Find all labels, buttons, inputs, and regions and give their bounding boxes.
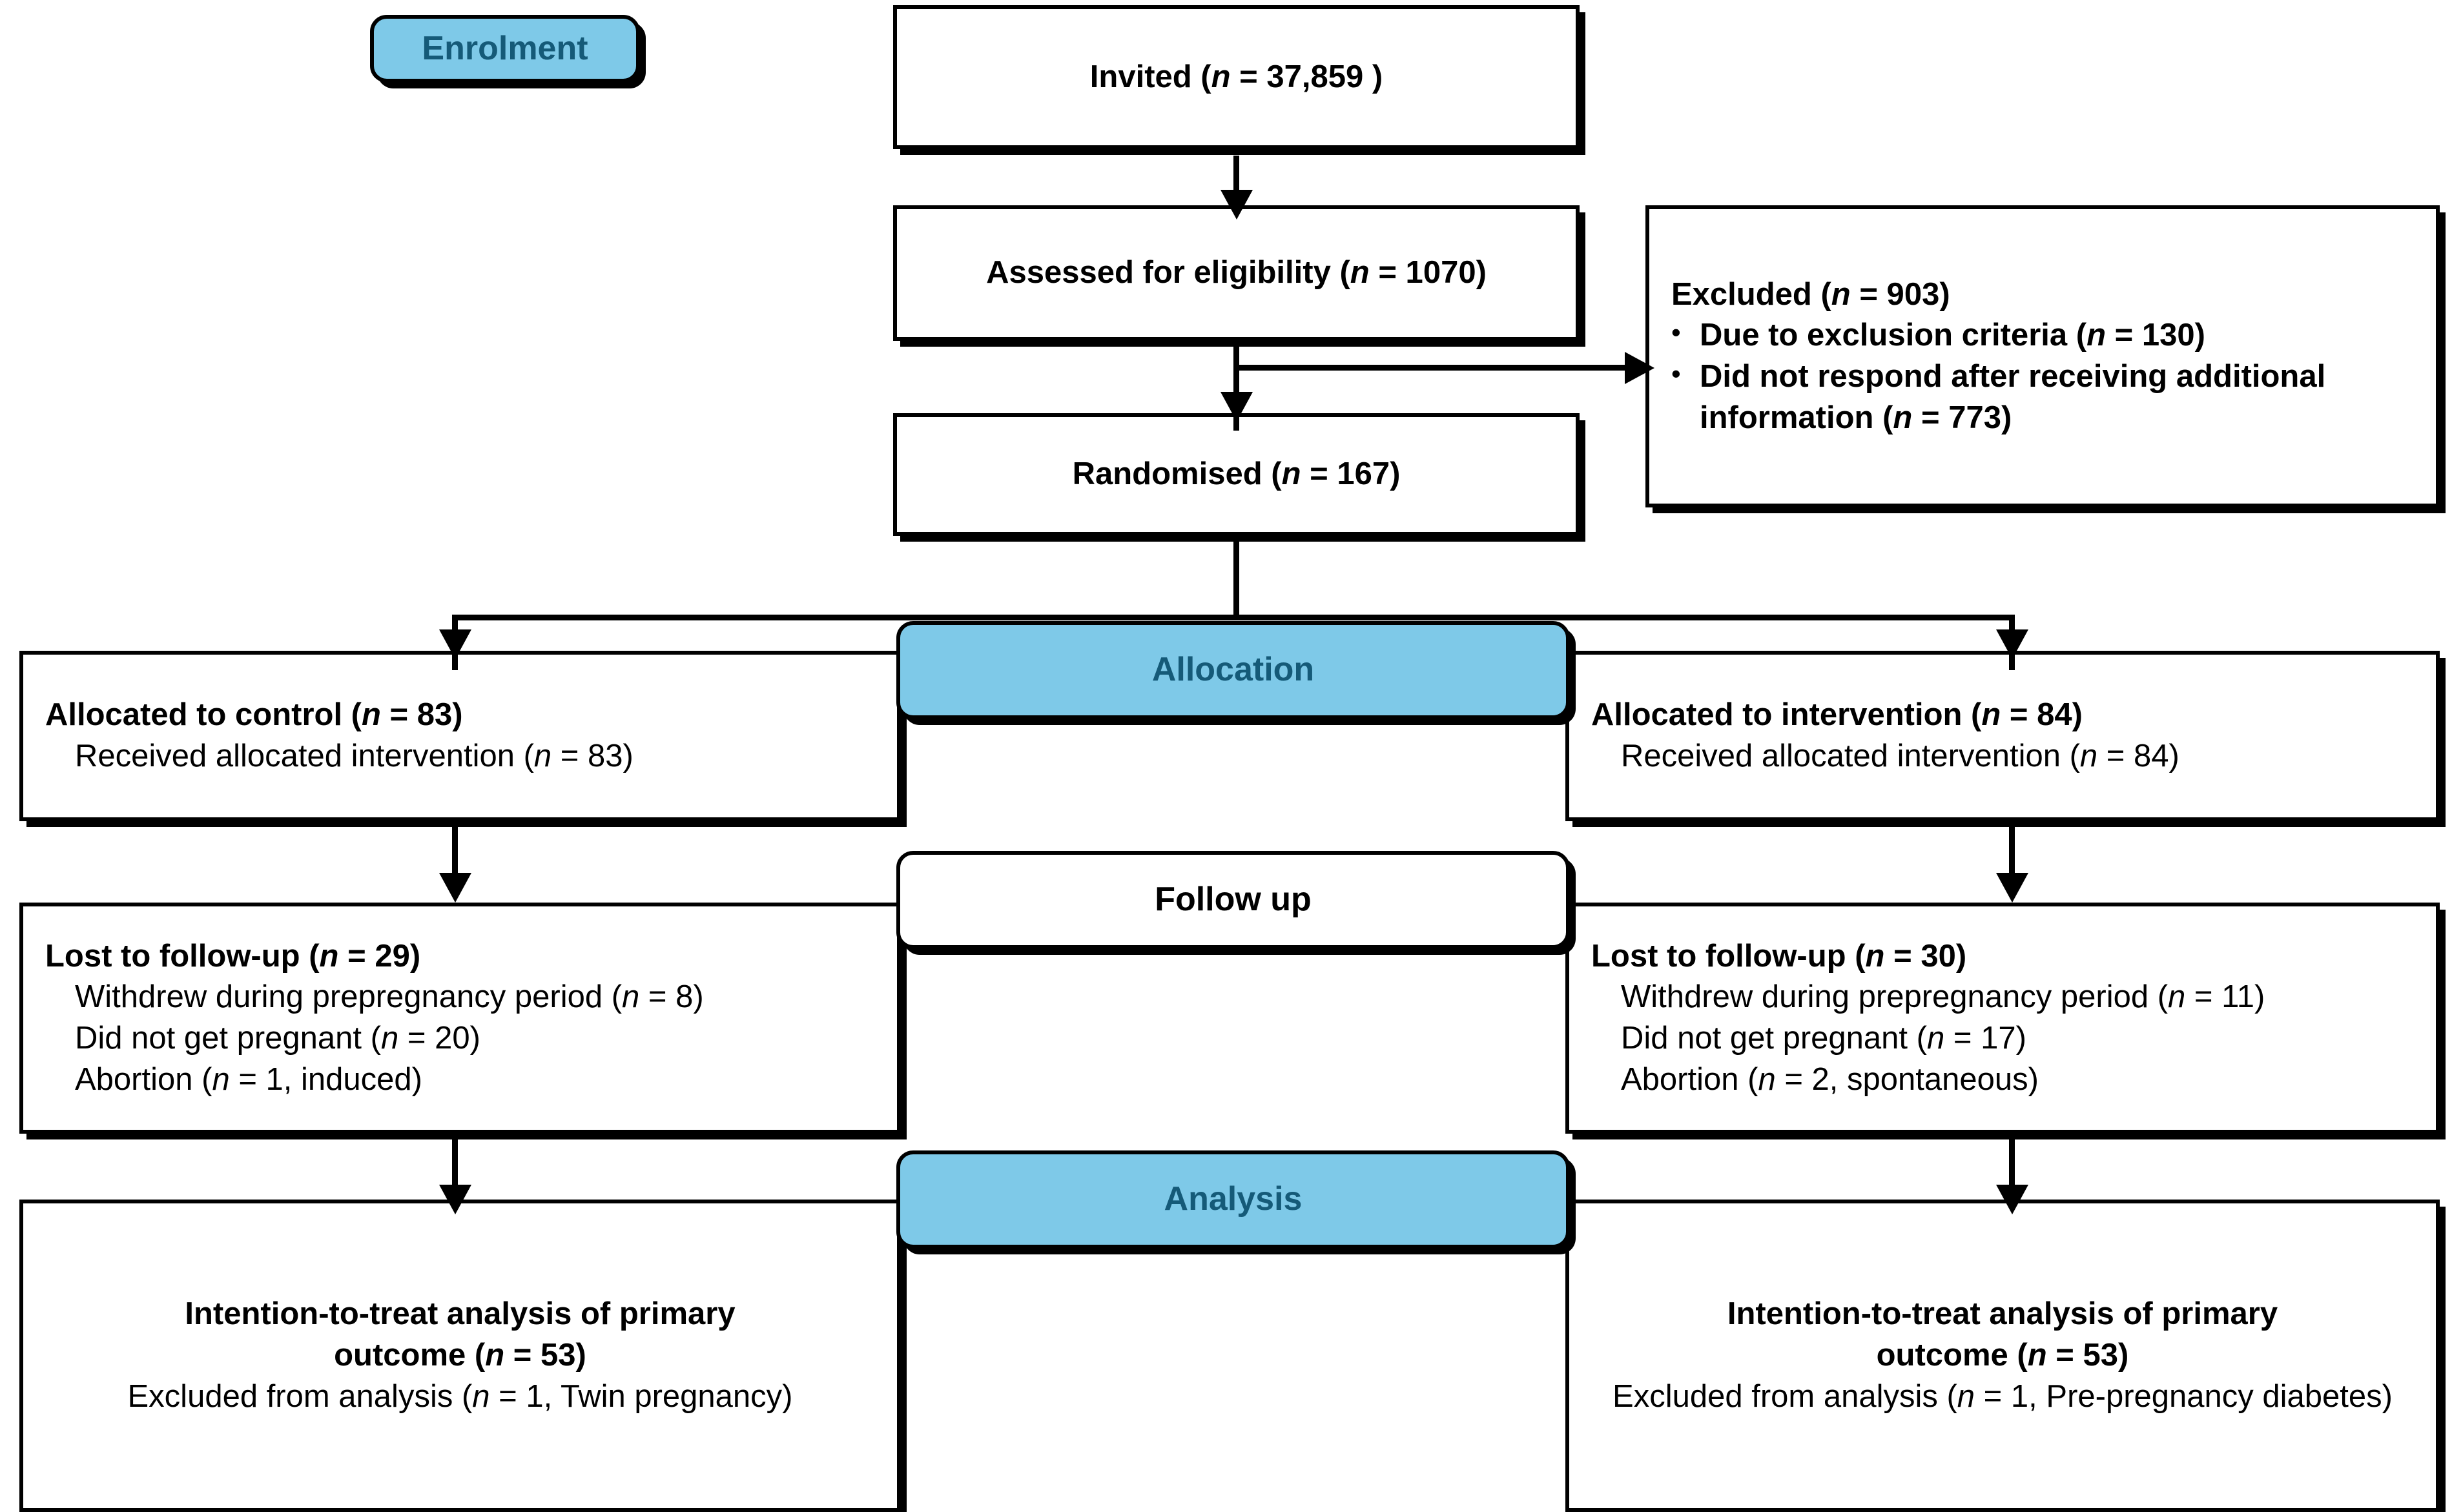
excluded-list-item-text: Due to exclusion criteria (n = 130) bbox=[1700, 318, 2205, 353]
n-symbol: n bbox=[1926, 1021, 1945, 1056]
excluded-list-item-text: Did not respond after receiving addition… bbox=[1700, 359, 2326, 435]
n-symbol: n bbox=[472, 1378, 490, 1414]
n-symbol: n bbox=[1981, 697, 2001, 733]
n-symbol: n bbox=[2027, 1338, 2047, 1373]
arrowhead-assessed-to-excluded bbox=[1625, 352, 1654, 384]
connector-invited-to-assessed bbox=[1233, 156, 1239, 194]
stage-badge-allocation-label: Allocation bbox=[1151, 651, 1315, 689]
n-symbol: n bbox=[2168, 979, 2186, 1015]
n-symbol: n bbox=[1211, 59, 1231, 94]
arrowhead-invited-to-assessed bbox=[1221, 190, 1253, 220]
n-symbol: n bbox=[1758, 1061, 1776, 1097]
connector-assessed-to-excluded bbox=[1233, 365, 1627, 371]
connector-intervention-allocation-to-followup bbox=[2009, 826, 2015, 884]
connector-assessed-to-randomised bbox=[1233, 347, 1239, 431]
stage-badge-enrolment-label: Enrolment bbox=[422, 29, 588, 67]
box-invited: Invited (n = 37,859 ) bbox=[893, 5, 1580, 149]
connector-intervention-followup-to-analysis bbox=[2009, 1139, 2015, 1197]
connector-control-allocation-to-followup bbox=[452, 826, 458, 884]
n-symbol: n bbox=[380, 1021, 399, 1056]
box-lost-followup-intervention: Lost to follow-up (n = 30) Withdrew duri… bbox=[1565, 903, 2440, 1134]
bullet-icon: • bbox=[1671, 317, 1681, 348]
stage-badge-follow-up: Follow up bbox=[896, 851, 1570, 949]
n-symbol: n bbox=[1350, 255, 1370, 291]
lost-followup-intervention-heading: Lost to follow-up (n = 30) bbox=[1591, 938, 1967, 974]
n-symbol: n bbox=[485, 1338, 505, 1373]
lost-followup-control-item: Did not get pregnant (n = 20) bbox=[75, 1021, 480, 1056]
arrowhead-control-followup-to-analysis bbox=[439, 1185, 471, 1214]
box-randomised: Randomised (n = 167) bbox=[893, 413, 1580, 536]
lost-followup-intervention-item: Did not get pregnant (n = 17) bbox=[1621, 1021, 2026, 1056]
analysis-control-heading-line1: Intention-to-treat analysis of primary bbox=[185, 1296, 736, 1332]
analysis-control-heading-line2: outcome (n = 53) bbox=[334, 1338, 586, 1373]
arrowhead-control-allocation-to-followup bbox=[439, 873, 471, 903]
n-symbol: n bbox=[1865, 938, 1885, 974]
n-symbol: n bbox=[1281, 456, 1301, 492]
n-symbol: n bbox=[1893, 400, 1913, 435]
analysis-intervention-heading-line1: Intention-to-treat analysis of primary bbox=[1727, 1296, 2278, 1332]
arrowhead-assessed-to-randomised bbox=[1221, 392, 1253, 422]
allocated-control-detail: Received allocated intervention (n = 83) bbox=[75, 739, 634, 773]
n-symbol: n bbox=[1957, 1378, 1975, 1414]
connector-randomised-split-bar bbox=[452, 615, 2015, 620]
box-excluded: Excluded (n = 903) • Due to exclusion cr… bbox=[1645, 205, 2440, 507]
box-analysis-intervention: Intention-to-treat analysis of primary o… bbox=[1565, 1200, 2440, 1512]
stage-badge-analysis-label: Analysis bbox=[1164, 1180, 1303, 1218]
lost-followup-control-item: Withdrew during prepregnancy period (n =… bbox=[75, 979, 704, 1015]
n-symbol: n bbox=[319, 938, 339, 974]
allocated-control-heading: Allocated to control (n = 83) bbox=[45, 697, 463, 733]
stage-badge-follow-up-label: Follow up bbox=[1155, 881, 1312, 919]
arrowhead-intervention-followup-to-analysis bbox=[1996, 1185, 2028, 1214]
analysis-intervention-detail: Excluded from analysis (n = 1, Pre-pregn… bbox=[1612, 1378, 2393, 1414]
excluded-list-item: • Due to exclusion criteria (n = 130) bbox=[1671, 315, 2414, 356]
box-analysis-control: Intention-to-treat analysis of primary o… bbox=[19, 1200, 901, 1512]
lost-followup-control-item: Abortion (n = 1, induced) bbox=[75, 1061, 422, 1097]
connector-randomised-stem bbox=[1233, 540, 1239, 618]
lost-followup-control-heading: Lost to follow-up (n = 29) bbox=[45, 938, 421, 974]
stage-badge-analysis: Analysis bbox=[896, 1150, 1570, 1249]
excluded-list-item: • Did not respond after receiving additi… bbox=[1671, 356, 2414, 438]
allocated-intervention-heading: Allocated to intervention (n = 84) bbox=[1591, 697, 2083, 733]
stage-badge-enrolment: Enrolment bbox=[370, 15, 640, 83]
n-symbol: n bbox=[362, 697, 381, 733]
box-randomised-text: Randomised (n = 167) bbox=[1072, 456, 1401, 492]
n-symbol: n bbox=[2079, 739, 2098, 773]
n-symbol: n bbox=[2086, 318, 2106, 353]
lost-followup-intervention-item: Withdrew during prepregnancy period (n =… bbox=[1621, 979, 2265, 1015]
analysis-control-detail: Excluded from analysis (n = 1, Twin preg… bbox=[127, 1378, 793, 1414]
arrowhead-intervention-allocation-to-followup bbox=[1996, 873, 2028, 903]
n-symbol: n bbox=[533, 739, 552, 773]
n-symbol: n bbox=[1831, 276, 1851, 312]
box-allocated-control: Allocated to control (n = 83) Received a… bbox=[19, 651, 901, 821]
box-excluded-heading: Excluded (n = 903) bbox=[1671, 276, 1950, 312]
n-symbol: n bbox=[212, 1061, 230, 1097]
bullet-icon: • bbox=[1671, 358, 1681, 389]
box-lost-followup-control: Lost to follow-up (n = 29) Withdrew duri… bbox=[19, 903, 901, 1134]
box-assessed-text: Assessed for eligibility (n = 1070) bbox=[986, 255, 1487, 291]
stage-badge-allocation: Allocation bbox=[896, 621, 1570, 719]
arrowhead-randomised-to-control bbox=[439, 629, 471, 659]
connector-control-followup-to-analysis bbox=[452, 1139, 458, 1197]
n-symbol: n bbox=[622, 979, 640, 1015]
box-allocated-intervention: Allocated to intervention (n = 84) Recei… bbox=[1565, 651, 2440, 821]
lost-followup-intervention-item: Abortion (n = 2, spontaneous) bbox=[1621, 1061, 2039, 1097]
analysis-intervention-heading-line2: outcome (n = 53) bbox=[1876, 1338, 2129, 1373]
arrowhead-randomised-to-intervention bbox=[1996, 629, 2028, 659]
box-invited-text: Invited (n = 37,859 ) bbox=[1089, 59, 1383, 94]
allocated-intervention-detail: Received allocated intervention (n = 84) bbox=[1621, 739, 2179, 773]
box-assessed-for-eligibility: Assessed for eligibility (n = 1070) bbox=[893, 205, 1580, 341]
